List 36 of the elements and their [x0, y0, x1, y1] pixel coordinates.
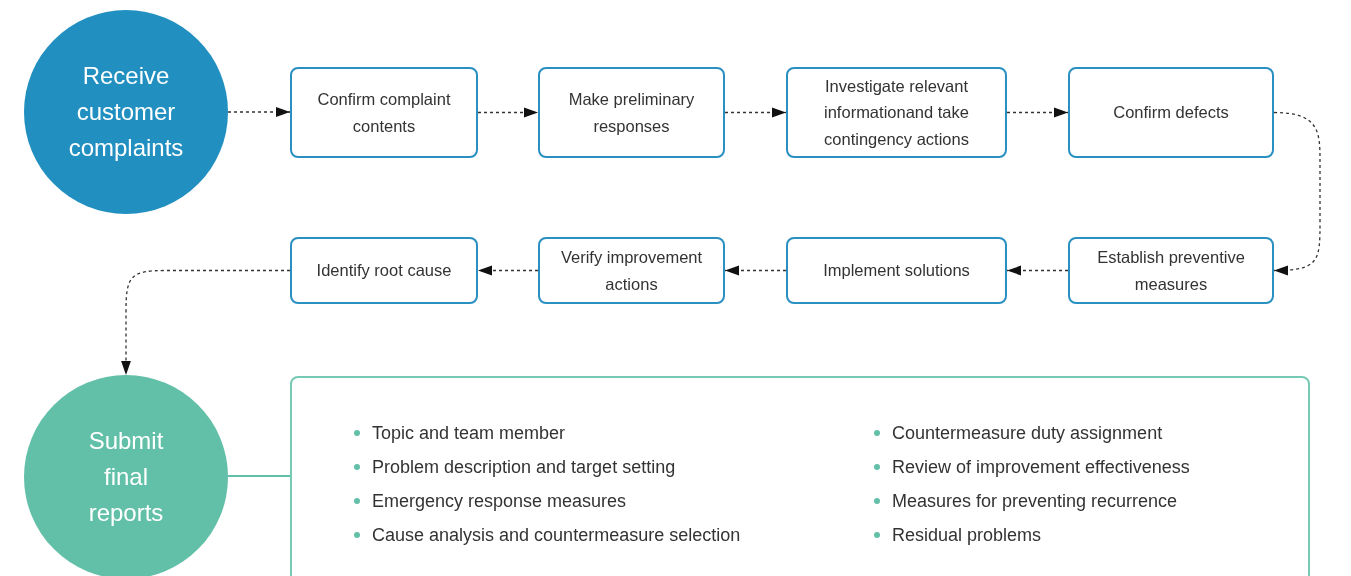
arrow: [121, 269, 291, 376]
report-item: Review of improvement effectiveness: [892, 456, 1190, 478]
report-item: Measures for preventing recurrence: [892, 490, 1178, 512]
process-box: [1068, 67, 1274, 158]
step-label: Confirm complaint contents: [316, 89, 452, 137]
arrow: [477, 107, 539, 118]
report-item: Topic and team member: [372, 422, 566, 444]
process-box: [538, 67, 725, 158]
process-box: [290, 237, 478, 304]
step-label: Make preliminary responses: [567, 89, 696, 137]
process-box: [786, 237, 1007, 304]
arrow: [1006, 265, 1069, 276]
arrow: [724, 107, 787, 118]
step-label: Establish preventive measures: [1096, 247, 1246, 295]
arrow: [1006, 107, 1069, 118]
report-item: Countermeasure duty assignment: [892, 422, 1163, 444]
process-box: [786, 67, 1007, 158]
step-label: Identify root cause: [316, 260, 452, 282]
process-box: [290, 67, 478, 158]
process-box: [538, 237, 725, 304]
step-label: Investigate relevant informationand take contingency actions: [823, 75, 970, 150]
report-item: Cause analysis and countermeasure selection: [372, 524, 741, 546]
step-label: Verify improvement actions: [559, 247, 704, 295]
arrow: [477, 265, 539, 276]
arrow: [724, 265, 787, 276]
report-contents-panel: [290, 376, 1310, 576]
report-item: Problem description and target setting: [372, 456, 676, 478]
report-item: Emergency response measures: [372, 490, 627, 512]
step-label: Submit final reports: [87, 426, 165, 528]
arrow: [227, 107, 291, 117]
step-label: Confirm defects: [1113, 102, 1229, 124]
arrow: [1273, 111, 1321, 276]
step-label: Implement solutions: [823, 260, 970, 282]
process-box: [1068, 237, 1274, 304]
report-item: Residual problems: [892, 524, 1042, 546]
step-label: Receive customer complaints: [67, 61, 185, 163]
